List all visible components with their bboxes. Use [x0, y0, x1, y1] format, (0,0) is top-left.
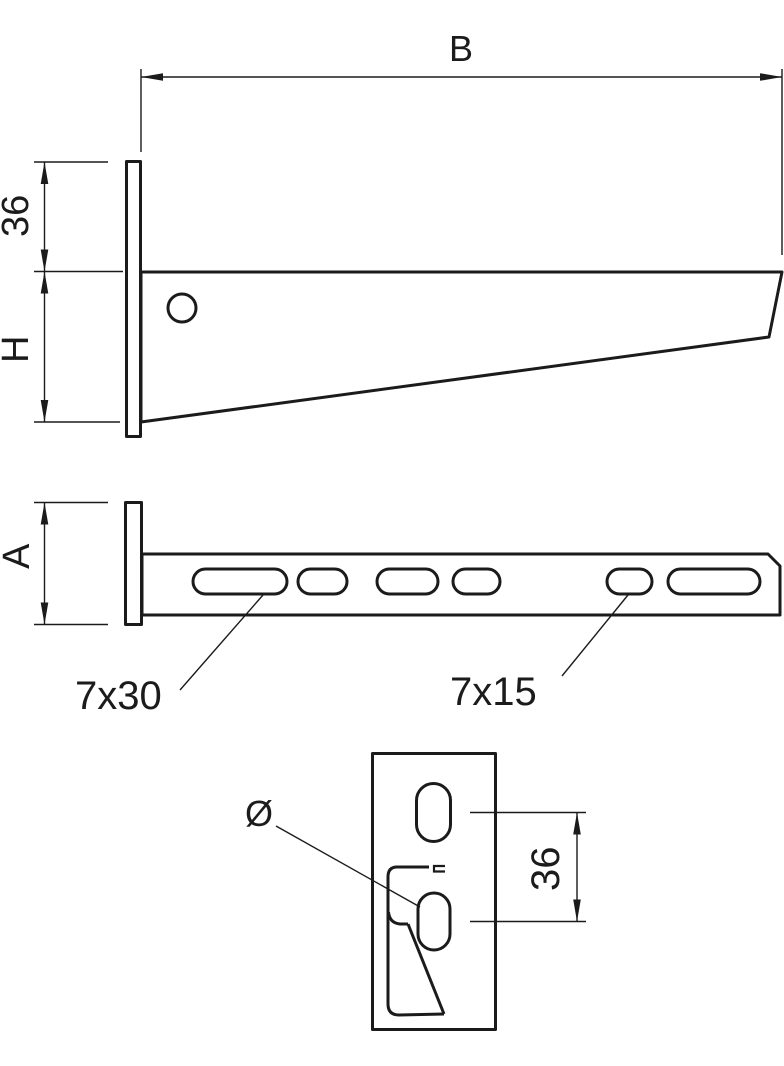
label-7x30: 7x30	[75, 674, 162, 718]
arm-profile-fold	[387, 911, 408, 926]
pilot-hole	[166, 292, 198, 324]
dim-H-label: H	[0, 336, 37, 363]
callout-7x15: 7x15	[450, 594, 629, 714]
end-view: Ø 36	[245, 752, 586, 1031]
leader-diameter	[275, 825, 421, 908]
mount-hole-bottom	[416, 891, 452, 952]
mount-hole-top	[415, 782, 452, 843]
arm-profile-outline	[386, 865, 445, 1017]
dim-B: B	[140, 28, 783, 255]
callout-7x30: 7x30	[75, 594, 264, 718]
dim-H: H	[0, 271, 120, 423]
dim-36b-label: 36	[524, 847, 568, 892]
arm-profile-gusset	[406, 923, 446, 1015]
plan-view: A 7x30 7x15	[0, 501, 782, 718]
callout-diameter: Ø	[245, 793, 421, 908]
slot-7x15-c	[605, 567, 654, 596]
leader-7x15	[561, 594, 629, 677]
slot-7x30-b	[375, 567, 440, 596]
slot-7x30-c	[666, 567, 762, 596]
dim-hole-spacing: 36	[470, 811, 586, 923]
leader-7x30	[179, 594, 264, 691]
slot-7x15-a	[296, 567, 349, 596]
dim-flange-offset: 36	[0, 161, 123, 273]
slot-7x30-a	[191, 567, 289, 596]
label-diameter: Ø	[245, 793, 273, 834]
bracket-arm-plan	[140, 552, 782, 617]
wall-plate-plan	[124, 501, 143, 626]
wall-plate-side	[125, 160, 142, 438]
dim-36-label: 36	[0, 195, 37, 237]
label-7x15: 7x15	[450, 670, 537, 714]
side-view: B 36 H	[0, 28, 784, 438]
slot-7x15-b	[451, 567, 502, 596]
dim-A-label: A	[0, 543, 38, 569]
dim-A: A	[0, 501, 108, 626]
dim-B-label: B	[449, 28, 473, 69]
arm-profile-lip	[432, 864, 445, 873]
bracket-arm-side	[139, 270, 784, 424]
